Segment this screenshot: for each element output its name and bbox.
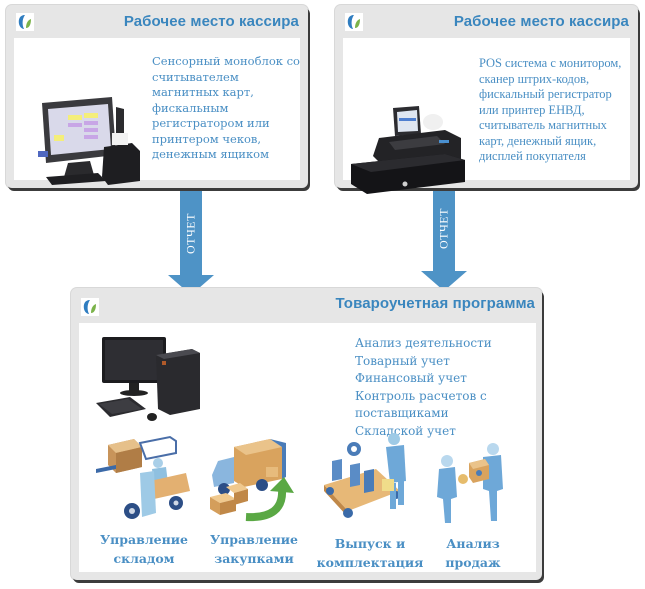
module-label-line: Анализ <box>446 536 500 551</box>
touchscreen-pos-monoblock-icon <box>32 93 147 193</box>
panel-header: Товароучетная программа <box>71 288 542 321</box>
description-line: считывателем <box>152 69 239 84</box>
description-line: Сенсорный моноблок со <box>152 54 300 68</box>
panel-header: Рабочее место кассира <box>6 5 308 38</box>
module-label-line: Выпуск и <box>334 536 406 551</box>
sales-people-icon <box>437 443 503 523</box>
panel-title: Товароучетная программа <box>335 295 535 312</box>
pos-terminal-cash-drawer-icon <box>349 104 469 196</box>
cashier-workstation-panel-left: Рабочее место кассира Се <box>6 5 308 188</box>
feature-item: Товарный учет <box>355 353 450 368</box>
device-description: Сенсорный моноблок со считывателем магни… <box>152 54 300 163</box>
arrow-label: ОТЧЕТ <box>183 213 198 254</box>
company-logo-icon <box>81 298 99 316</box>
conveyor-assembly-icon <box>324 433 406 518</box>
description-line: считыватель магнитных <box>479 118 607 132</box>
feature-item: Финансовый учет <box>355 371 467 385</box>
report-arrow-left: ОТЧЕТ <box>168 191 214 295</box>
module-production-assembly: Выпуск и комплектация <box>311 431 429 572</box>
description-line: денежным ящиком <box>152 147 270 161</box>
panel-title: Рабочее место кассира <box>123 13 299 30</box>
module-sales-analysis: Анализ продаж <box>427 443 519 572</box>
features-list: Анализ деятельности Товарный учет Финанс… <box>355 335 492 440</box>
description-line: фискальный регистратор <box>479 87 612 101</box>
feature-item: Анализ деятельности <box>355 336 492 350</box>
company-logo-icon <box>345 13 363 31</box>
description-line: POS система с монитором, <box>479 56 622 70</box>
panel-title: Рабочее место кассира <box>453 13 629 30</box>
arrow-down-icon <box>421 191 467 291</box>
panel-body: Анализ деятельности Товарный учет Финанс… <box>79 323 536 572</box>
module-label-line: Управление <box>100 532 188 547</box>
panel-header: Рабочее место кассира <box>335 5 638 38</box>
module-label: Анализ продаж <box>427 534 519 572</box>
module-label-line: Управление <box>210 532 298 547</box>
company-logo-icon <box>16 13 34 31</box>
arrow-down-icon <box>168 191 214 295</box>
module-label: Управление закупками <box>201 530 307 568</box>
description-line: магнитных карт, <box>152 85 254 99</box>
description-line: фискальным <box>152 100 229 115</box>
module-label-line: закупками <box>214 551 294 566</box>
cashier-workstation-panel-right: Рабочее место кассира POS система с мони… <box>335 5 638 194</box>
panel-body: POS система с монитором, сканер штрих-ко… <box>343 38 630 194</box>
panel-body: Сенсорный моноблок со считывателем магни… <box>14 38 300 185</box>
description-line: или принтер ЕНВД, <box>479 102 585 117</box>
module-purchasing-management: Управление закупками <box>201 433 307 568</box>
module-label-line: складом <box>113 551 175 566</box>
module-label-line: комплектация <box>316 555 424 570</box>
description-line: сканер штрих-кодов, <box>479 71 590 86</box>
description-line: регистратором или <box>152 116 270 130</box>
feature-item: поставщиками <box>355 406 449 420</box>
accounting-software-panel: Товароучетная программа Анализ деятельно… <box>71 288 542 580</box>
forklift-warehouse-icon <box>96 435 190 519</box>
delivery-truck-icon <box>210 439 294 522</box>
desktop-computer-icon <box>94 333 209 423</box>
module-warehouse-management: Управление складом <box>89 433 199 568</box>
description-line: дисплей покупателя <box>479 149 586 163</box>
device-description: POS система с монитором, сканер штрих-ко… <box>479 56 621 165</box>
module-label: Выпуск и комплектация <box>311 534 429 572</box>
module-label: Управление складом <box>89 530 199 568</box>
description-line: карт, денежный ящик, <box>479 133 597 148</box>
description-line: принтером чеков, <box>152 131 262 146</box>
feature-item: Контроль расчетов с <box>355 388 487 403</box>
module-label-line: продаж <box>445 555 501 570</box>
arrow-label: ОТЧЕТ <box>436 208 451 249</box>
report-arrow-right: ОТЧЕТ <box>421 191 467 291</box>
feature-item: Складской учет <box>355 423 456 438</box>
